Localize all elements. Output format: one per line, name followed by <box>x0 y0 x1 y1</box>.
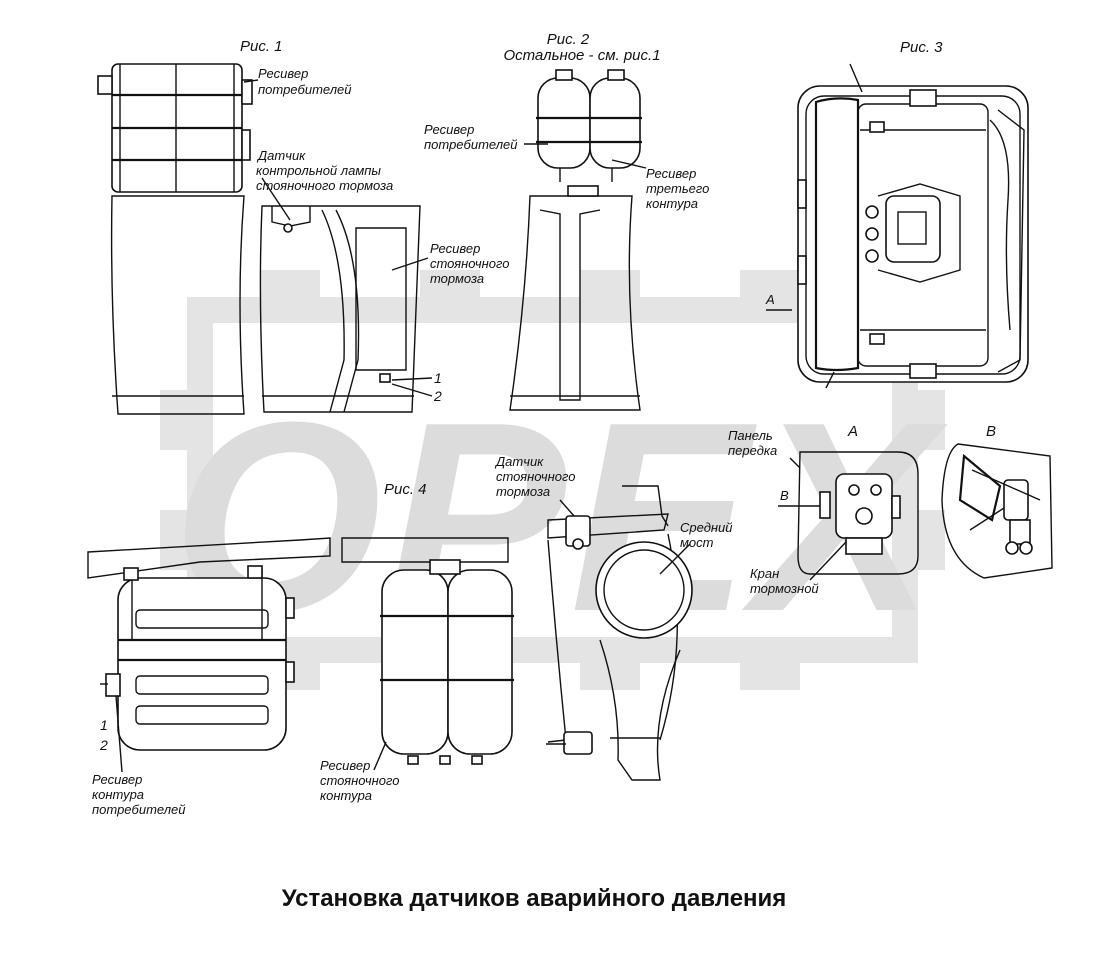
callout-label-line: Ресивер <box>320 758 370 773</box>
callout-label-line: третьего <box>646 181 709 196</box>
svg-text:потребителей: потребителей <box>424 137 518 152</box>
callout-label-line: Датчик <box>256 148 306 163</box>
figure-1-title: Рис. 1 <box>240 38 283 55</box>
callout-label-line: потребителей <box>258 82 352 97</box>
callout-label-line: потребителей <box>92 802 186 817</box>
callout-label-line: Ресивер <box>258 66 308 81</box>
svg-text:контура: контура <box>320 788 372 803</box>
watermark-text: OPEX <box>172 367 948 668</box>
callout-label-line: контура <box>646 196 698 211</box>
view-a-title: A <box>847 423 858 440</box>
figure-4: Рис. 4 1 2 Ресивер контура потребителей <box>87 454 733 817</box>
svg-text:тормозной: тормозной <box>750 581 819 596</box>
svg-text:Ресивер: Ресивер <box>430 241 480 256</box>
figure-2-title: Рис. 2 <box>547 31 590 48</box>
fig4-num-2: 2 <box>99 737 108 753</box>
svg-text:Датчик: Датчик <box>494 454 544 469</box>
callout-label-line: тормоза <box>430 271 484 286</box>
figure-2-subtitle: Остальное - см. рис.1 <box>503 47 660 64</box>
callout-label-line: Ресивер <box>92 772 142 787</box>
callout-label-line: стояночного <box>496 469 575 484</box>
callout-label-line: контура <box>320 788 372 803</box>
callout-label-line: стояночного тормоза <box>256 178 393 193</box>
callout-label-line: Панель <box>728 428 773 443</box>
figure-3: Рис. 3 A A <box>728 39 1053 596</box>
figure-1: Рис. 1 Ресивер потребителей Датчик конт <box>97 38 509 415</box>
callout-label-line: тормоза <box>496 484 550 499</box>
opex-watermark: OPEX <box>160 270 948 690</box>
callout-label-line: Средний <box>680 520 733 535</box>
callout-label-line: тормозной <box>750 581 819 596</box>
svg-text:контура: контура <box>646 196 698 211</box>
view-a-marker: A <box>765 292 775 307</box>
fig1-num-2: 2 <box>433 388 442 404</box>
callout-label-line: Ресивер <box>430 241 480 256</box>
callout-label-line: Ресивер <box>646 166 696 181</box>
svg-text:стояночного тормоза: стояночного тормоза <box>256 178 393 193</box>
svg-text:Панель: Панель <box>728 428 773 443</box>
svg-text:мост: мост <box>680 535 714 550</box>
fig1-num-1: 1 <box>434 370 442 386</box>
callout-label-line: Датчик <box>494 454 544 469</box>
view-b-title: B <box>986 423 996 440</box>
svg-text:стояночного: стояночного <box>496 469 575 484</box>
svg-text:Средний: Средний <box>680 520 733 535</box>
callout-label-line: контрольной лампы <box>256 163 381 178</box>
svg-text:Датчик: Датчик <box>256 148 306 163</box>
callout-label-line: передка <box>728 443 777 458</box>
figure-2: Рис. 2 Остальное - см. рис.1 Ресивер пот… <box>424 31 709 411</box>
svg-text:тормоза: тормоза <box>430 271 484 286</box>
callout-label-line: Кран <box>750 566 779 581</box>
callout-label-line: мост <box>680 535 714 550</box>
svg-text:Ресивер: Ресивер <box>258 66 308 81</box>
callout-label-line: стояночного <box>430 256 509 271</box>
svg-text:стояночного: стояночного <box>430 256 509 271</box>
callout-label-line: Ресивер <box>424 122 474 137</box>
callout-label-line: контура <box>92 787 144 802</box>
svg-text:Кран: Кран <box>750 566 779 581</box>
svg-text:потребителей: потребителей <box>92 802 186 817</box>
svg-text:Ресивер: Ресивер <box>646 166 696 181</box>
callout-label-line: потребителей <box>424 137 518 152</box>
figure-3-title: Рис. 3 <box>900 39 943 56</box>
callout-label-line: стояночного <box>320 773 399 788</box>
svg-text:стояночного: стояночного <box>320 773 399 788</box>
svg-text:третьего: третьего <box>646 181 709 196</box>
view-b-marker: B <box>780 488 789 503</box>
svg-text:контрольной лампы: контрольной лампы <box>256 163 381 178</box>
figure-4-title: Рис. 4 <box>384 481 427 498</box>
svg-text:контура: контура <box>92 787 144 802</box>
drawing-caption: Установка датчиков аварийного давления <box>282 885 787 912</box>
fig4-num-1: 1 <box>100 717 108 733</box>
svg-text:Ресивер: Ресивер <box>424 122 474 137</box>
svg-text:тормоза: тормоза <box>496 484 550 499</box>
svg-text:Ресивер: Ресивер <box>92 772 142 787</box>
svg-text:потребителей: потребителей <box>258 82 352 97</box>
svg-text:Ресивер: Ресивер <box>320 758 370 773</box>
svg-text:передка: передка <box>728 443 777 458</box>
